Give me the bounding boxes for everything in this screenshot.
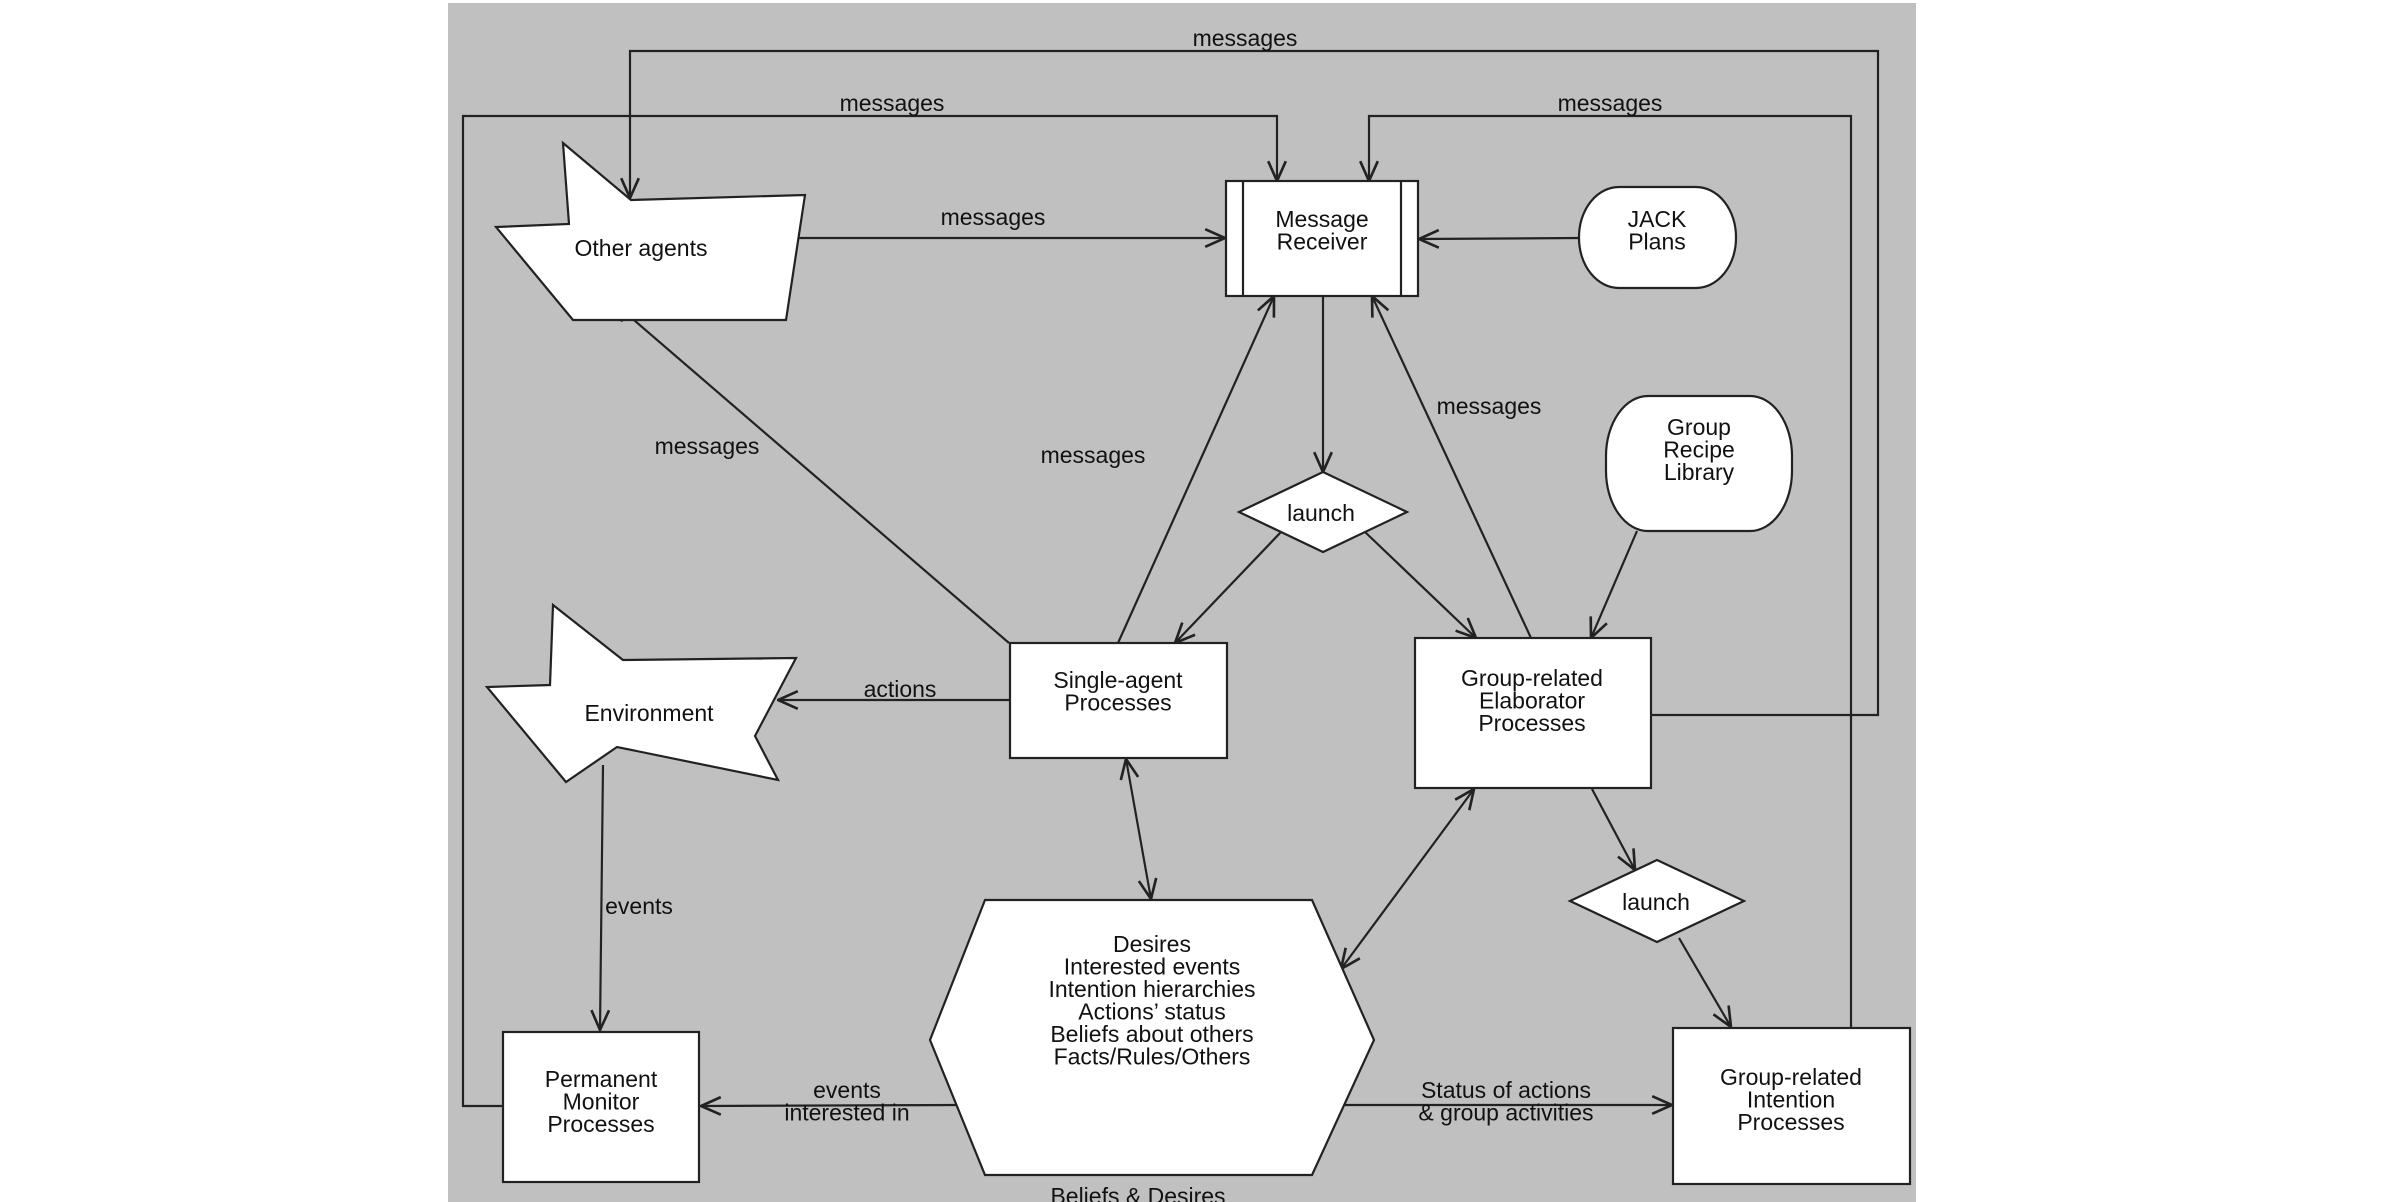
node-launch-top: launch [1236, 470, 1410, 554]
node-launch-top-label: launch [1287, 500, 1355, 526]
text-line: Status of actions [1421, 1077, 1591, 1103]
edge-single-to-receiver [1116, 296, 1274, 644]
text-line: Group [1667, 414, 1731, 440]
node-launch-bottom: launch [1567, 858, 1747, 944]
text-line: interested in [784, 1100, 909, 1126]
edge-launch-to-intention [1678, 937, 1731, 1027]
edge-elaborator-beliefs [1341, 789, 1474, 969]
edge-launch-to-elaborator [1364, 531, 1476, 638]
text-line: Processes [1737, 1109, 1844, 1135]
diagram-caption: Beliefs & Desires [1050, 1183, 1225, 1202]
text-line: Other agents [575, 235, 708, 261]
label-elaborator-messages: messages [1437, 393, 1542, 419]
node-environment: Environment [484, 602, 798, 784]
text-line: Plans [1628, 229, 1686, 255]
label-outer-top-messages: messages [1193, 25, 1298, 51]
text-line: Processes [547, 1111, 654, 1137]
label-intention-messages: messages [1558, 90, 1663, 116]
edge-library-to-elaborator [1591, 530, 1639, 638]
text-line: Recipe [1663, 437, 1735, 463]
edge-environment-to-monitor [600, 764, 603, 1030]
text-line: JACK [1628, 206, 1687, 232]
text-line: Elaborator [1479, 688, 1585, 714]
label-single-to-receiver-messages: messages [1041, 442, 1146, 468]
edge-outer-top [630, 49, 1880, 717]
text-line: Facts/Rules/Others [1054, 1044, 1251, 1070]
text-line: & group activities [1418, 1100, 1593, 1126]
text-line: Actions’ status [1078, 999, 1225, 1025]
edge-monitor-to-receiver [461, 114, 1277, 1108]
edge-single-to-agents [613, 302, 1010, 644]
text-line: launch [1622, 889, 1690, 915]
text-line: Receiver [1277, 229, 1368, 255]
text-line: Processes [1478, 710, 1585, 736]
label-monitor-messages: messages [840, 90, 945, 116]
text-line: Processes [1064, 690, 1171, 716]
node-other-agents: Other agents [493, 140, 807, 322]
edge-single-beliefs [1126, 759, 1151, 899]
label-status-of-actions: Status of actions& group activities [1418, 1077, 1593, 1126]
text-line: Single-agent [1053, 667, 1183, 693]
text-line: launch [1287, 500, 1355, 526]
node-other-agents-label: Other agents [575, 235, 708, 261]
text-line: Desires [1113, 931, 1191, 957]
text-line: events [813, 1077, 881, 1103]
edge-intention-to-receiver [1369, 114, 1853, 1027]
text-line: Group-related [1461, 665, 1603, 691]
node-launch-bottom-label: launch [1622, 889, 1690, 915]
edge-jack-to-receiver [1419, 238, 1581, 239]
text-line: Environment [584, 700, 714, 726]
edge-launch-to-single [1175, 531, 1282, 643]
node-environment-label: Environment [584, 700, 714, 726]
text-line: Monitor [563, 1089, 640, 1115]
edge-beliefs-to-monitor [701, 1105, 964, 1106]
text-line: Permanent [545, 1066, 658, 1092]
edge-elaborator-to-receiver [1372, 296, 1532, 639]
label-events: events [605, 893, 673, 919]
label-actions: actions [864, 676, 937, 702]
edges [461, 49, 1880, 1108]
edge-labels: messages messages messages messages mess… [605, 25, 1662, 1126]
text-line: Message [1275, 206, 1368, 232]
text-line: Library [1664, 459, 1735, 485]
edge-elaborator-to-launch [1591, 788, 1635, 870]
text-line: Intention [1747, 1087, 1835, 1113]
label-single-to-agents-messages: messages [655, 433, 760, 459]
label-agents-messages: messages [941, 204, 1046, 230]
text-line: Beliefs about others [1050, 1021, 1253, 1047]
text-line: Group-related [1720, 1064, 1862, 1090]
text-line: Interested events [1064, 954, 1240, 980]
text-line: Intention hierarchies [1048, 976, 1255, 1002]
